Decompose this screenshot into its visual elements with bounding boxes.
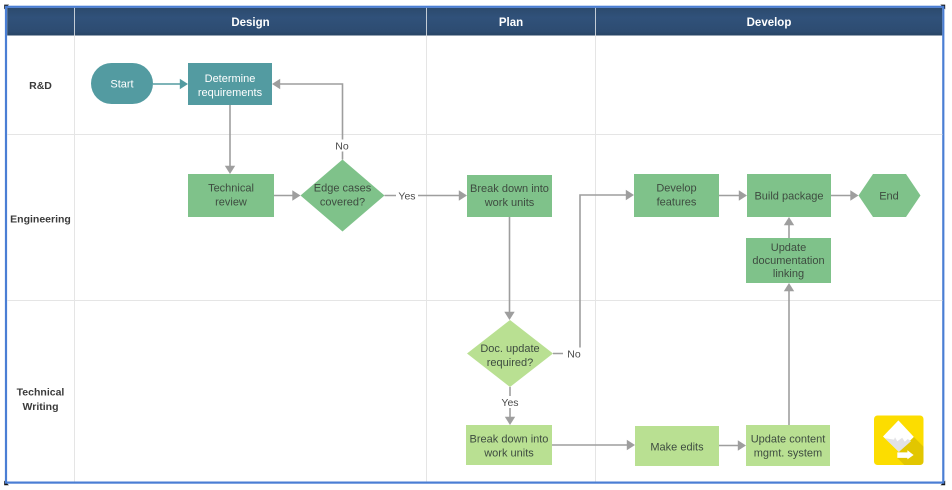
svg-text:Break down into: Break down into [470,434,549,446]
svg-text:requirements: requirements [198,87,263,99]
svg-text:work units: work units [484,197,535,209]
svg-text:Doc. update: Doc. update [480,343,539,355]
svg-text:Update content: Update content [751,434,826,446]
svg-text:Plan: Plan [499,17,523,29]
svg-text:Build package: Build package [754,191,823,203]
svg-text:No: No [335,141,349,153]
svg-text:Develop: Develop [656,183,696,195]
svg-text:Technical: Technical [17,387,65,399]
svg-text:Determine: Determine [205,73,256,85]
svg-text:R&D: R&D [29,80,52,92]
svg-text:Yes: Yes [501,397,518,409]
svg-text:Technical: Technical [208,183,254,195]
svg-text:Engineering: Engineering [10,214,71,226]
svg-text:mgmt. system: mgmt. system [754,448,822,460]
svg-text:No: No [567,349,581,361]
svg-text:End: End [879,191,899,203]
svg-text:Writing: Writing [23,401,59,413]
svg-text:covered?: covered? [320,197,365,209]
svg-text:documentation: documentation [752,255,824,267]
svg-text:features: features [657,197,697,209]
svg-text:Update: Update [771,242,806,254]
svg-text:Design: Design [231,17,269,29]
svg-text:review: review [215,197,247,209]
svg-text:Develop: Develop [747,17,792,29]
svg-text:required?: required? [487,357,533,369]
svg-text:work units: work units [483,448,534,460]
svg-text:Make edits: Make edits [650,442,704,454]
svg-text:Yes: Yes [398,191,415,203]
svg-text:Break down into: Break down into [470,183,549,195]
svg-text:linking: linking [773,268,804,280]
svg-text:Start: Start [110,79,133,91]
svg-text:Edge cases: Edge cases [314,183,372,195]
